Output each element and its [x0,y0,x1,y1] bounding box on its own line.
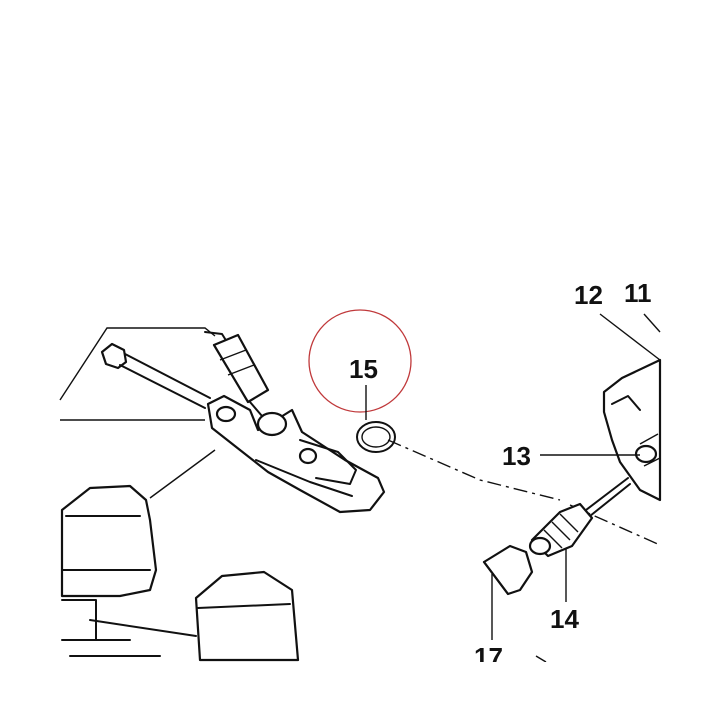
lower-housing-right [69,570,300,662]
center-line [387,439,661,546]
label-part-11: 11 [624,278,652,308]
cable-sleeve-part [204,331,270,417]
label-part-12: 12 [574,280,603,310]
lower-housing-left [60,484,158,641]
o-ring-part [356,421,396,453]
lever-bracket-part [206,394,386,514]
left-leader-lines [59,327,216,499]
bottom-white-area [0,662,720,720]
leader-12 [599,313,661,361]
label-part-13: 13 [502,441,531,471]
label-part-14: 14 [550,604,579,634]
adjuster-screw-part [528,477,631,558]
bolt-part [100,342,211,409]
leader-11 [643,313,661,333]
right-housing-part [602,358,662,502]
highlight-circle [308,309,412,413]
label-part-15: 15 [349,354,378,384]
partial-arrow [535,655,547,663]
cap-part [482,544,534,596]
